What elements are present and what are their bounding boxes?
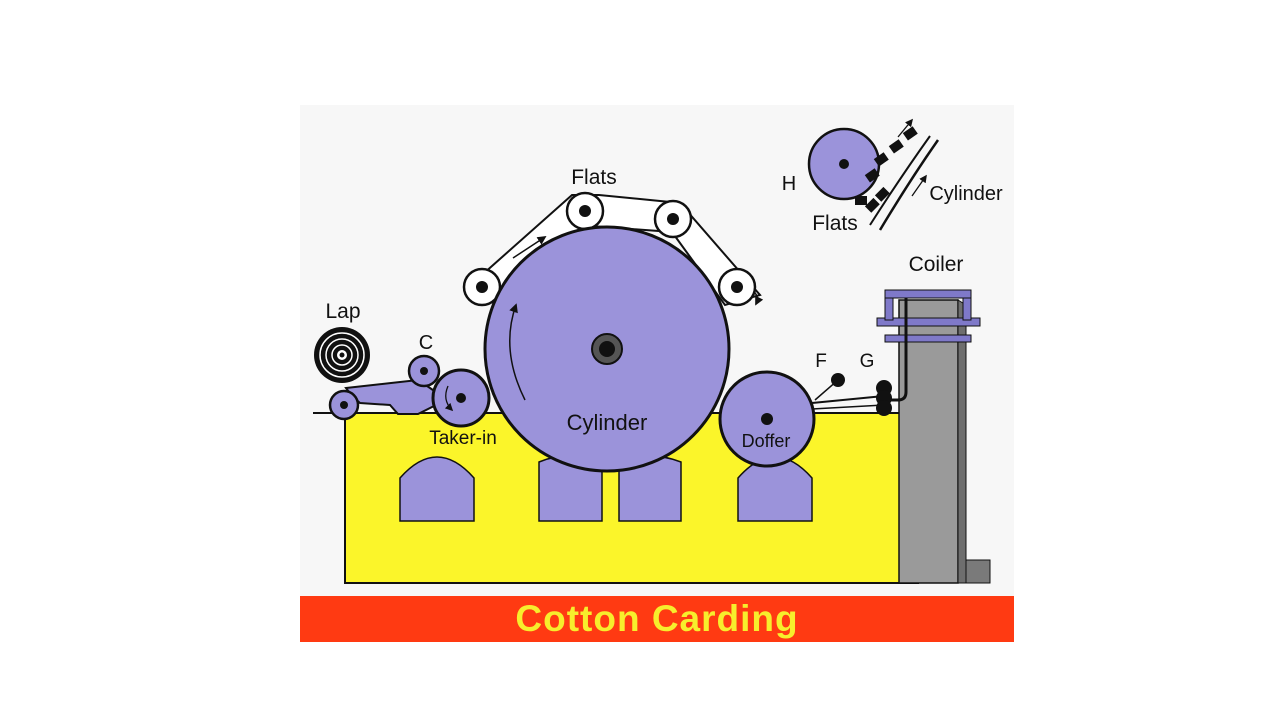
coiler-plate	[884, 334, 972, 343]
coiler	[876, 289, 991, 584]
roller-f	[814, 373, 845, 401]
inset-arrow	[897, 118, 913, 138]
banner-title: Cotton Carding	[515, 598, 799, 639]
label-flats: Flats	[571, 166, 617, 189]
lap-roll	[314, 327, 370, 383]
web-to-coiler	[811, 395, 885, 404]
inset-detail	[807, 118, 940, 231]
inset-cylinder-surface	[878, 139, 940, 231]
label-doffer: Doffer	[742, 431, 791, 451]
label-coiler: Coiler	[909, 253, 964, 276]
coiler-column	[962, 297, 972, 321]
cylinder-rotation-arrow	[509, 303, 526, 401]
label-c: C	[419, 332, 433, 354]
label-f: F	[815, 351, 827, 372]
inset-cylinder-surface	[869, 135, 931, 226]
label-lap: Lap	[325, 300, 360, 323]
label-cylinder: Cylinder	[567, 410, 648, 435]
label-g: G	[860, 351, 875, 372]
coiler-sliver-tube	[884, 298, 908, 402]
taker-in-roller	[431, 368, 491, 428]
roller-g	[876, 380, 892, 416]
label-inset-flats: Flats	[812, 212, 858, 235]
body-window	[399, 456, 475, 522]
flat-pulley	[462, 267, 502, 307]
flat-pulley	[565, 191, 605, 231]
label-inset-h: H	[782, 173, 796, 195]
coiler-column	[884, 297, 894, 321]
doffer	[718, 370, 816, 468]
main-cylinder	[483, 225, 731, 473]
title-banner: Cotton Carding	[300, 596, 1014, 642]
coiler-base	[965, 559, 991, 584]
roller-c	[407, 354, 441, 388]
coiler-plate	[884, 289, 972, 299]
taker-in-rotation-arrow	[444, 385, 454, 412]
feed-roller	[328, 389, 360, 421]
label-taker-in: Taker-in	[429, 428, 497, 449]
coiler-plate	[876, 317, 981, 327]
flat-pulley	[717, 267, 757, 307]
web-to-coiler	[811, 404, 885, 410]
flat-pulley	[653, 199, 693, 239]
inset-arrow	[911, 174, 927, 197]
inset-flats	[855, 126, 918, 213]
flats-arrow	[512, 236, 547, 259]
label-inset-cylinder: Cylinder	[929, 183, 1003, 205]
body-windows	[399, 455, 813, 522]
